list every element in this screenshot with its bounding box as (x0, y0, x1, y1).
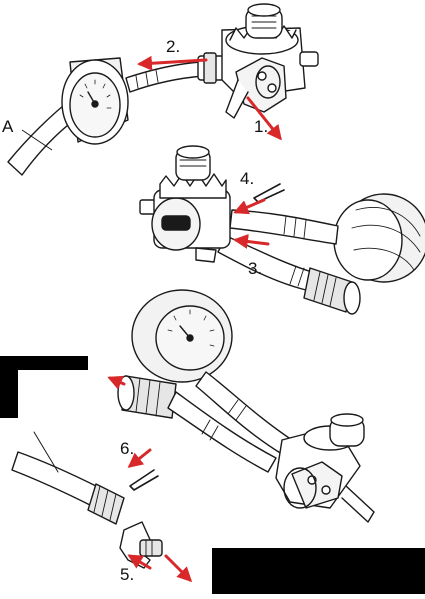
arrow-coupler (107, 375, 126, 390)
label-step-4: 4. (240, 169, 255, 188)
figure-3 (117, 289, 375, 523)
figure-4 (11, 431, 163, 569)
arrow-step-1 (246, 96, 282, 141)
arrow-step-5b (164, 554, 193, 583)
label-step-6: 6. (120, 439, 135, 458)
arrow-step-3 (233, 234, 270, 249)
leader-a (21, 129, 53, 151)
black-bracket-horizontal (0, 356, 88, 370)
figure-1 (7, 3, 319, 176)
label-step-2: 2. (166, 37, 181, 56)
arrow-step-2 (137, 55, 208, 71)
black-bracket-vertical (0, 356, 18, 418)
arrow-step-6 (127, 448, 152, 468)
hose-loose (11, 451, 101, 507)
figure-2 (139, 145, 425, 315)
clip-pin-6 (129, 469, 159, 491)
label-a: A (2, 117, 14, 136)
arrow-step-4 (233, 198, 266, 215)
label-step-1: 1. (254, 117, 269, 136)
label-step-5: 5. (120, 565, 135, 584)
clip-pin-4 (253, 183, 285, 203)
black-bar-bottom (212, 548, 425, 594)
arrow-step-5a (127, 554, 152, 570)
label-step-3: 3. (248, 259, 263, 278)
arrows (107, 55, 282, 583)
